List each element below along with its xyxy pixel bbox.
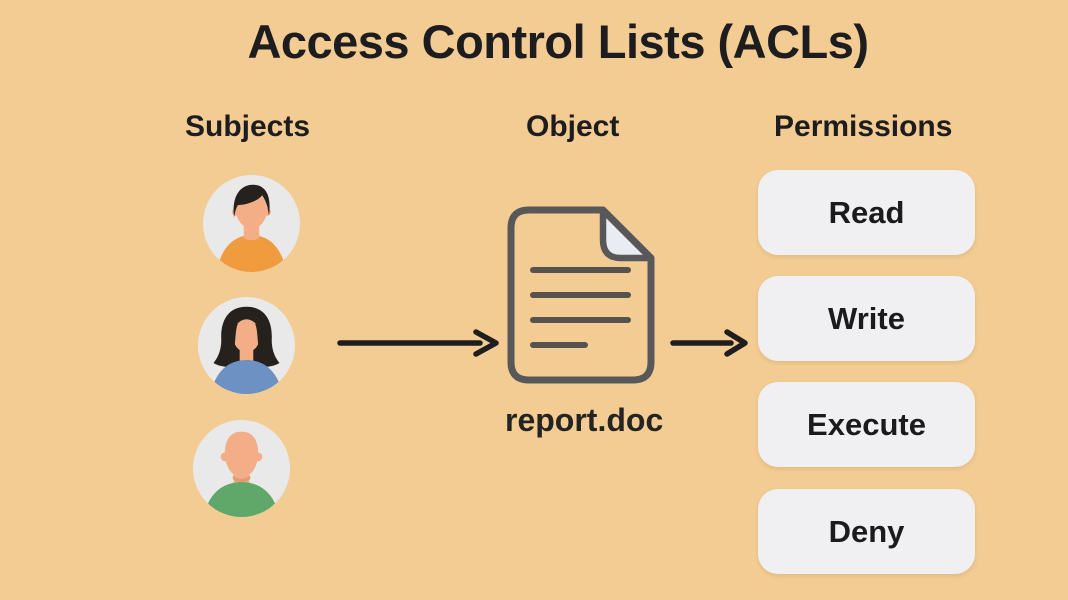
shirt — [216, 235, 287, 272]
permission-read: Read — [758, 170, 975, 255]
arrow-object-to-permissions-icon — [670, 329, 748, 357]
arrow-subjects-to-object-icon — [337, 329, 499, 357]
subject-avatar-woman-icon — [198, 297, 295, 394]
subject-avatar-bald-man-icon — [193, 420, 290, 517]
permissions-column-header: Permissions — [774, 110, 953, 143]
hair — [233, 184, 270, 218]
subject-avatar-man-icon — [203, 175, 300, 272]
permission-deny: Deny — [758, 489, 975, 574]
shirt — [210, 360, 283, 394]
hair-front — [229, 308, 264, 353]
object-column-header: Object — [526, 110, 620, 143]
permission-write: Write — [758, 276, 975, 361]
subjects-column-header: Subjects — [185, 110, 311, 143]
document-text-lines — [530, 267, 631, 348]
document-icon — [507, 206, 655, 384]
object-file-name: report.doc — [505, 402, 664, 438]
shirt — [203, 482, 280, 517]
page-title: Access Control Lists (ACLs) — [247, 15, 869, 68]
permission-execute: Execute — [758, 382, 975, 467]
